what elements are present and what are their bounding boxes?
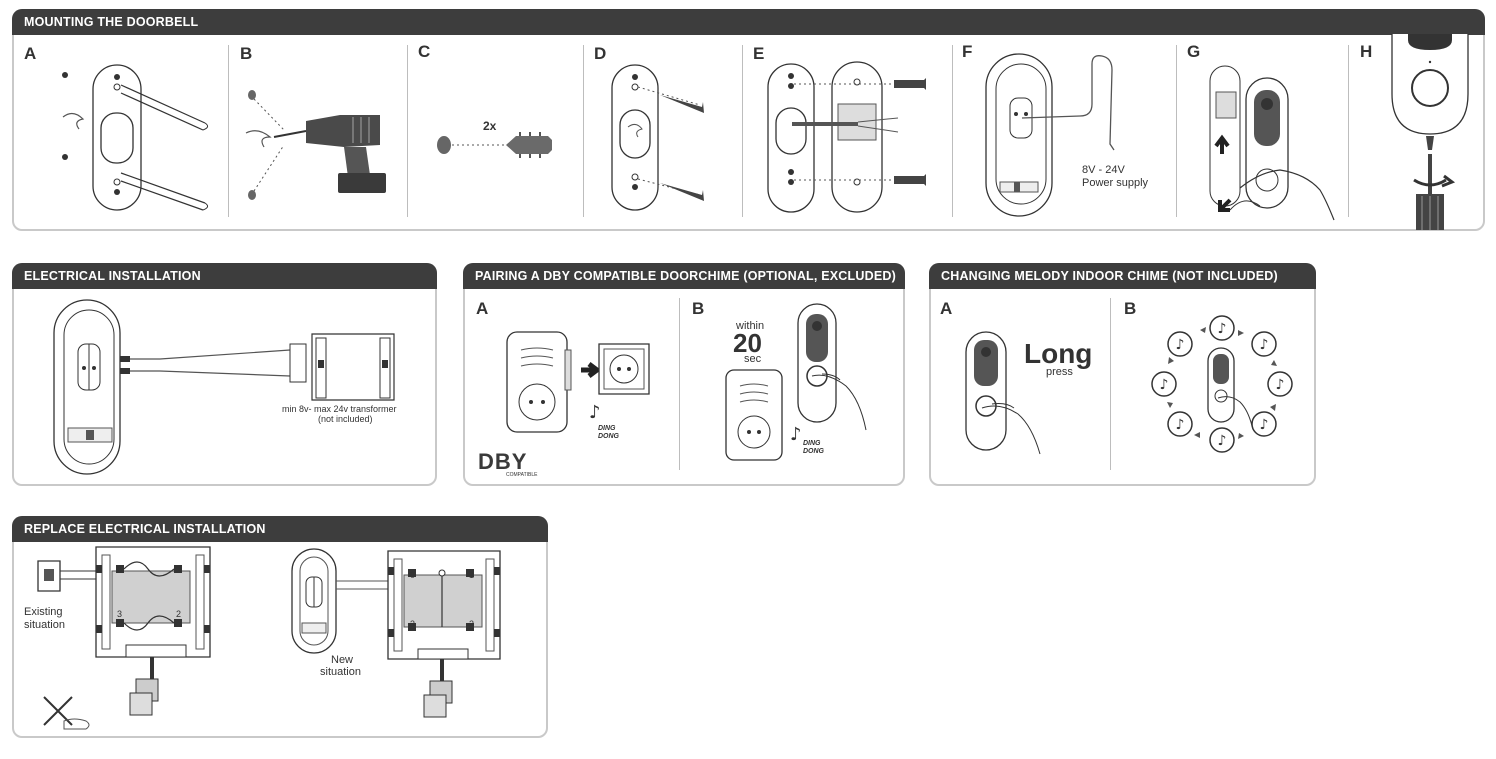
melody-step-b-label: B <box>1124 299 1137 318</box>
divider <box>228 45 229 217</box>
mounting-plate-illustration <box>762 60 926 215</box>
terminal-1-label: 1 <box>176 564 182 574</box>
seconds-value: 20 <box>733 328 762 358</box>
svg-text:♪: ♪ <box>1218 433 1227 449</box>
press-label: press <box>1046 366 1073 378</box>
transformer-wiring-illustration <box>50 298 410 478</box>
melody-step-a-label: A <box>940 299 953 318</box>
svg-text:♪: ♪ <box>1176 417 1185 433</box>
svg-text:♪: ♪ <box>589 402 601 423</box>
step-h-label: H <box>1360 42 1373 61</box>
melody-header: CHANGING MELODY INDOOR CHIME (NOT INCLUD… <box>929 263 1316 289</box>
dby-compatible-label: COMPATIBLE <box>506 472 538 478</box>
divider <box>742 45 743 217</box>
drill-illustration <box>240 90 386 200</box>
new-situation-label-line2: situation <box>320 666 361 678</box>
chime-pairing-illustration: ♪ <box>722 300 872 465</box>
terminal-1-label: 1 <box>469 570 475 580</box>
divider <box>1176 45 1177 217</box>
svg-text:♪: ♪ <box>1260 337 1269 353</box>
divider <box>1110 298 1111 470</box>
backplate-screwing-illustration <box>600 55 704 215</box>
long-label: Long <box>1024 338 1093 369</box>
melody-cycle-illustration: ♪ ♪ ♪ ♪ ♪ ♪ ♪ ♪ <box>1150 312 1300 462</box>
svg-text:♪: ♪ <box>1218 321 1227 337</box>
replace-header: REPLACE ELECTRICAL INSTALLATION <box>12 516 548 542</box>
terminal-3-label: 3 <box>117 609 123 619</box>
dong-label: DONG <box>803 448 824 455</box>
step-g-label: G <box>1187 42 1201 61</box>
electrical-header: ELECTRICAL INSTALLATION <box>12 263 437 289</box>
power-supply-voltage-label: 8V - 24V <box>1082 164 1125 176</box>
existing-situation-label-line1: Existing <box>24 606 63 618</box>
dby-logo: DBY <box>478 449 528 474</box>
secure-screw-illustration <box>1390 34 1470 230</box>
chime-plug-in-illustration: ♪ <box>505 330 655 440</box>
existing-wiring-illustration <box>30 545 220 735</box>
long-press-illustration <box>962 330 1052 460</box>
svg-text:♪: ♪ <box>790 424 802 445</box>
svg-text:♪: ♪ <box>1176 337 1185 353</box>
step-b-label: B <box>240 44 253 63</box>
svg-text:♪: ♪ <box>1260 417 1269 433</box>
step-f-label: F <box>962 42 973 61</box>
pairing-header: PAIRING A DBY COMPATIBLE DOORCHIME (OPTI… <box>463 263 905 289</box>
terminal-3-label: 3 <box>410 619 416 629</box>
pairing-step-a-label: A <box>476 299 489 318</box>
step-d-label: D <box>594 44 607 63</box>
transformer-note: (not included) <box>318 414 373 424</box>
new-situation-label-line1: New <box>331 654 354 666</box>
ding-label: DING <box>803 440 821 447</box>
plug-count-label: 2x <box>483 119 497 133</box>
step-a-label: A <box>24 44 37 63</box>
divider <box>1348 45 1349 217</box>
power-supply-wiring-illustration <box>980 50 1140 220</box>
dong-label: DONG <box>598 433 619 440</box>
wall-plug-illustration <box>437 132 552 158</box>
svg-text:♪: ♪ <box>1276 377 1285 393</box>
svg-text:♪: ♪ <box>1160 377 1169 393</box>
step-e-label: E <box>753 44 765 63</box>
terminal-0-label: 0 <box>117 564 123 574</box>
terminal-0-label: 0 <box>410 570 416 580</box>
power-supply-label: Power supply <box>1082 177 1149 189</box>
divider <box>952 45 953 217</box>
within-label: within <box>736 320 765 332</box>
divider <box>407 45 408 217</box>
new-wiring-illustration <box>290 545 510 735</box>
mounting-header: MOUNTING THE DOORBELL <box>12 9 1485 35</box>
divider <box>679 298 680 470</box>
existing-situation-label-line2: situation <box>24 619 65 631</box>
terminal-2-label: 2 <box>176 609 182 619</box>
attach-doorbell-illustration <box>1200 60 1345 220</box>
seconds-unit: sec <box>744 353 762 365</box>
backplate-marking-illustration <box>62 55 225 220</box>
transformer-label: min 8v- max 24v transformer <box>282 404 397 414</box>
ding-label: DING <box>598 425 616 432</box>
divider <box>583 45 584 217</box>
pairing-step-b-label: B <box>692 299 705 318</box>
step-c-label: C <box>418 42 431 61</box>
terminal-2-label: 2 <box>469 619 475 629</box>
